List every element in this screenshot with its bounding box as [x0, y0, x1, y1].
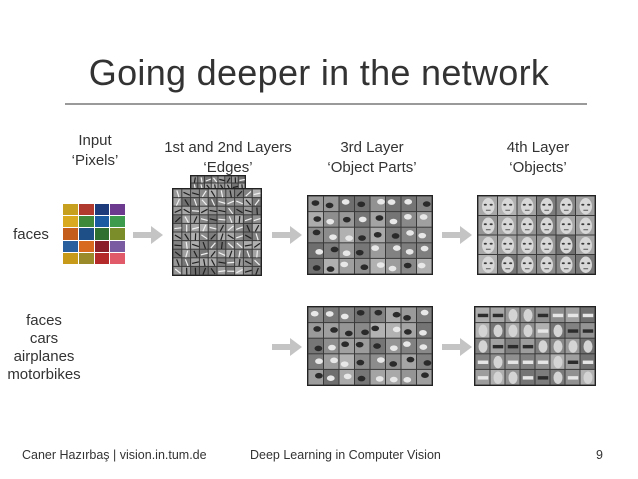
pixel-cell [110, 240, 125, 252]
layer2-edges-image [172, 188, 262, 276]
column-header-input-line1: Input [78, 132, 112, 149]
pixel-cell [78, 228, 94, 240]
pixel-cell [94, 240, 110, 252]
right-arrow-icon [272, 338, 302, 356]
row-label-multi: faces cars airplanes motorbikes [0, 312, 88, 384]
column-header-parts-line1: 3rd Layer [340, 139, 404, 156]
slide-title: Going deeper in the network [88, 52, 550, 93]
pixel-cell [78, 216, 94, 228]
column-header-parts-line2: ‘Object Parts’ [327, 159, 417, 176]
column-header-input-line2: ‘Pixels’ [71, 152, 119, 169]
column-header-edges-line2: ‘Edges’ [203, 159, 253, 176]
layer1-filters-image [190, 175, 246, 191]
layer3-faces-parts-image [307, 195, 433, 275]
pixel-cell [94, 216, 110, 228]
input-pixels-grid [63, 204, 125, 264]
right-arrow-icon [272, 226, 302, 244]
title-divider [65, 103, 587, 105]
column-header-objects: 4th Layer ‘Objects’ [478, 138, 598, 178]
column-header-edges: 1st and 2nd Layers ‘Edges’ [148, 138, 308, 178]
column-header-input: Input ‘Pixels’ [60, 131, 130, 171]
pixel-cell [63, 240, 78, 252]
pixel-cell [94, 228, 110, 240]
layer4-faces-objects-image [477, 195, 596, 275]
layer4-mixed-objects-image [474, 306, 596, 386]
pixel-cell [78, 240, 94, 252]
row2-label-faces: faces [26, 312, 62, 329]
row2-label-cars: cars [29, 330, 59, 347]
pixel-cell [63, 252, 78, 264]
column-header-objects-line2: ‘Objects’ [509, 159, 567, 176]
column-header-edges-line1: 1st and 2nd Layers [164, 139, 292, 156]
pixel-cell [94, 204, 110, 216]
pixel-cell [110, 204, 125, 216]
page-number: 9 [596, 448, 603, 462]
pixel-cell [63, 216, 78, 228]
row2-label-motorbikes: motorbikes [7, 366, 81, 383]
column-header-parts: 3rd Layer ‘Object Parts’ [310, 138, 434, 178]
right-arrow-icon [133, 226, 163, 244]
pixel-cell [94, 252, 110, 264]
footer-course: Deep Learning in Computer Vision [250, 448, 441, 462]
pixel-cell [63, 204, 78, 216]
row-label-faces: faces [6, 226, 56, 244]
footer-author: Caner Hazırbaş | vision.in.tum.de [22, 448, 207, 462]
row1-label: faces [13, 226, 49, 243]
right-arrow-icon [442, 226, 472, 244]
column-header-objects-line1: 4th Layer [506, 139, 570, 156]
pixel-cell [63, 228, 78, 240]
pixel-cell [78, 252, 94, 264]
layer3-mixed-parts-image [307, 306, 433, 386]
pixel-cell [110, 228, 125, 240]
right-arrow-icon [442, 338, 472, 356]
pixel-cell [110, 252, 125, 264]
row2-label-airplanes: airplanes [13, 348, 75, 365]
pixel-cell [110, 216, 125, 228]
pixel-cell [78, 204, 94, 216]
